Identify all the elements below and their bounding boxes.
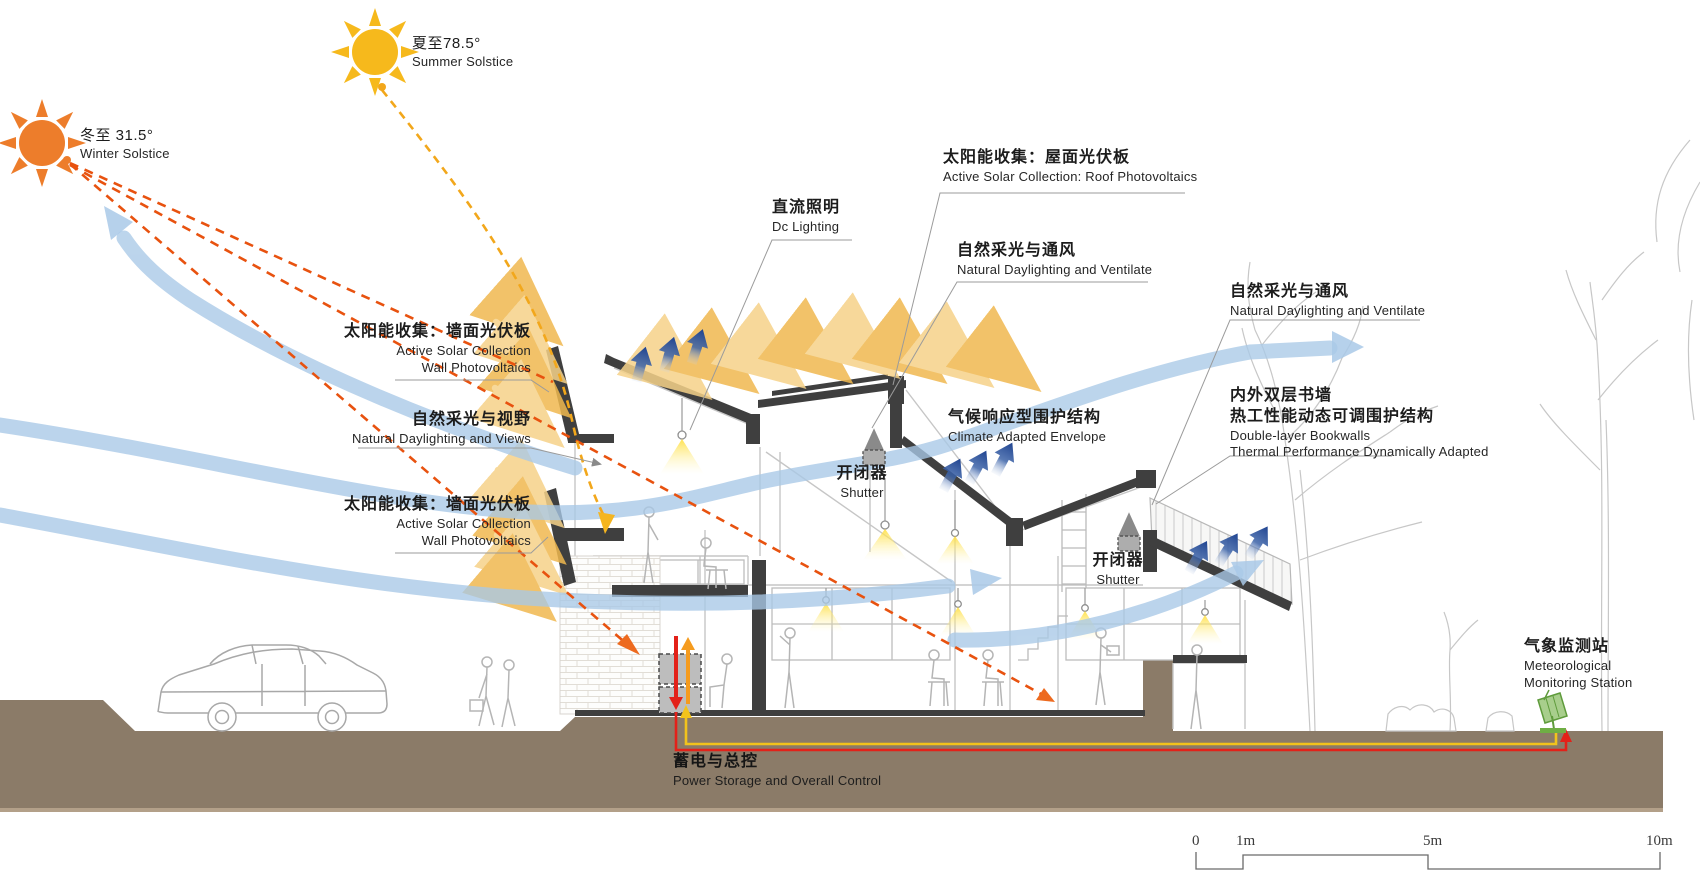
met-station-icon (1537, 689, 1568, 733)
label-shutter-upper: 开闭器 Shutter (830, 464, 894, 502)
label-met-station: 气象监测站 Meteorological Monitoring Station (1524, 637, 1632, 692)
met-station-en1: Meteorological (1524, 657, 1612, 673)
shutter-upper-en: Shutter (840, 484, 884, 500)
battery-unit (658, 636, 702, 714)
roof-pv-en: Active Solar Collection: Roof Photovolta… (943, 168, 1198, 184)
battery-charge-down-arrow (669, 697, 683, 710)
winter-ray-arrowheads (617, 634, 1055, 702)
person-seated-desk (700, 537, 728, 590)
daylight-views-en: Natural Daylighting and Views (352, 430, 531, 446)
bookwalls-en2: Thermal Performance Dynamically Adapted (1230, 444, 1489, 460)
wind-ribbon-arrowheads (104, 206, 1364, 595)
winter-sun-icon (0, 99, 86, 187)
label-power-storage: 蓄电与总控 Power Storage and Overall Control (673, 752, 881, 790)
label-daylight-ventilate-mid: 自然采光与通风 Natural Daylighting and Ventilat… (957, 241, 1152, 279)
label-winter-solstice: 冬至 31.5° Winter Solstice (80, 126, 170, 162)
winter-solstice-en: Winter Solstice (80, 145, 170, 161)
met-station-en2: Monitoring Station (1524, 674, 1633, 690)
daylight-vent-right-zh: 自然采光与通风 (1230, 283, 1350, 300)
met-station-zh: 气象监测站 (1524, 638, 1610, 655)
wall-pv-lower-en2: Wall Photovoltaics (421, 532, 531, 548)
person-at-door (779, 627, 796, 709)
shutter-devices (862, 428, 1141, 552)
label-roof-photovoltaics: 太阳能收集：屋面光伏板 Active Solar Collection: Roo… (943, 148, 1197, 186)
scale-tick-1m: 1m (1236, 833, 1256, 849)
person-standing-right (1190, 644, 1203, 730)
winter-sun-rays (69, 161, 1044, 697)
wind-ribbon-main (0, 340, 1338, 521)
scale-tick-0: 0 (1192, 833, 1200, 849)
shutter-box-lower (1117, 535, 1141, 552)
wall-pv-upper-en1: Active Solar Collection (396, 342, 531, 358)
summer-solstice-zh: 夏至78.5° (412, 35, 481, 52)
wall-pv-upper-zh: 太阳能收集：墙面光伏板 (343, 323, 531, 340)
summer-solstice-en: Summer Solstice (412, 53, 514, 69)
dc-lighting-zh: 直流照明 (772, 199, 841, 216)
shutter-lower-en: Shutter (1096, 571, 1140, 587)
tree-line-art (1241, 139, 1700, 732)
bookwalls-en1: Double-layer Bookwalls (1230, 427, 1371, 443)
winter-solstice-zh: 冬至 31.5° (80, 127, 154, 144)
bookwalls-zh1: 内外双层书墙 (1230, 387, 1333, 404)
shutter-upper-zh: 开闭器 (836, 465, 888, 482)
label-bookwalls: 内外双层书墙 热工性能动态可调围护结构 Double-layer Bookwal… (1230, 386, 1489, 461)
person-seated-battery (709, 653, 733, 709)
scale-bar-line (1195, 852, 1661, 870)
battery-discharge-up-arrow (681, 637, 695, 650)
climate-envelope-zh: 气候响应型围护结构 (948, 409, 1102, 426)
ground-terrain (0, 607, 1663, 812)
scale-tick-5m: 5m (1423, 833, 1443, 849)
wind-ribbon-upleft (116, 230, 583, 476)
shutter-box-upper (862, 449, 886, 466)
label-wall-pv-upper: 太阳能收集：墙面光伏板 Active Solar Collection Wall… (344, 322, 531, 377)
power-line-yellow (684, 716, 1558, 746)
shutter-lower-zh: 开闭器 (1092, 552, 1144, 569)
person-on-stool-2 (982, 649, 1004, 707)
car-line-art (157, 644, 388, 732)
daylight-vent-mid-en: Natural Daylighting and Ventilate (957, 261, 1153, 277)
summer-sun-icon (331, 8, 419, 96)
label-dc-lighting: 直流照明 Dc Lighting (772, 198, 840, 236)
walking-couple (469, 656, 516, 728)
scale-tick-10m: 10m (1646, 833, 1673, 849)
roof-pv-zh: 太阳能收集：屋面光伏板 (943, 149, 1131, 166)
label-daylight-ventilate-right: 自然采光与通风 Natural Daylighting and Ventilat… (1230, 282, 1425, 320)
wind-ribbon-lower (0, 507, 956, 611)
label-climate-envelope: 气候响应型围护结构 Climate Adapted Envelope (948, 408, 1106, 446)
power-line-red (674, 712, 1568, 752)
wall-pv-lower-zh: 太阳能收集：墙面光伏板 (343, 496, 531, 513)
daylight-vent-right-en: Natural Daylighting and Ventilate (1230, 302, 1426, 318)
wall-pv-upper-en2: Wall Photovoltaics (421, 359, 531, 375)
daylight-views-zh: 自然采光与视野 (411, 411, 531, 428)
person-on-stool-1 (928, 649, 950, 707)
daylight-vent-mid-zh: 自然采光与通风 (957, 242, 1077, 259)
wind-ribbon-right (947, 565, 1244, 648)
bookwalls-zh2: 热工性能动态可调围护结构 (1230, 407, 1435, 425)
label-summer-solstice: 夏至78.5° Summer Solstice (412, 34, 513, 70)
power-storage-zh: 蓄电与总控 (673, 753, 759, 770)
label-shutter-lower: 开闭器 Shutter (1086, 551, 1150, 589)
climate-envelope-en: Climate Adapted Envelope (948, 428, 1107, 444)
power-storage-en: Power Storage and Overall Control (673, 772, 882, 788)
natural-ventilation-ribbons (0, 230, 1338, 648)
label-wall-pv-lower: 太阳能收集：墙面光伏板 Active Solar Collection Wall… (344, 495, 531, 550)
dc-lighting-en: Dc Lighting (772, 218, 840, 234)
power-distribution-lines (674, 705, 1572, 752)
wall-pv-lower-en1: Active Solar Collection (396, 515, 531, 531)
annotation-leader-lines (358, 192, 1420, 554)
label-daylight-views: 自然采光与视野 Natural Daylighting and Views (352, 410, 531, 448)
